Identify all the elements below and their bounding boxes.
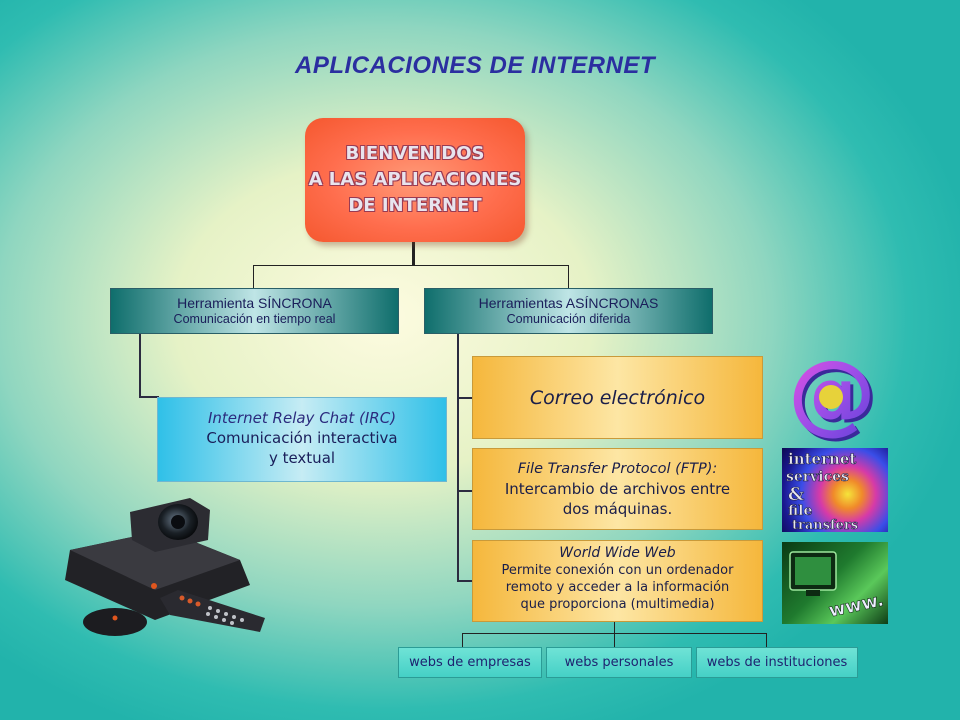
irc-box: Internet Relay Chat (IRC) Comunicación i… <box>157 397 447 482</box>
is-word-transfers: transfers <box>792 518 858 532</box>
irc-line-1: Internet Relay Chat (IRC) <box>207 409 397 427</box>
ftp-box: File Transfer Protocol (FTP): Intercambi… <box>472 448 763 530</box>
async-title: Herramientas ASÍNCRONAS <box>478 295 659 311</box>
web-tab-personales: webs personales <box>546 647 692 678</box>
page-title: APLICACIONES DE INTERNET <box>294 52 656 79</box>
connector-async-vertical <box>457 334 459 582</box>
videoconference-device-illustration <box>65 498 265 636</box>
connector-sync-to-irc <box>139 334 141 398</box>
ftp-line-1: File Transfer Protocol (FTP): <box>517 461 718 477</box>
www-monitor-image: www. <box>782 542 888 624</box>
connector-webs-3 <box>766 633 767 647</box>
at-symbol-center <box>819 385 843 409</box>
welcome-line-3: DE INTERNET <box>348 195 482 216</box>
email-box: Correo electrónico <box>472 356 763 439</box>
connector-to-ftp <box>457 490 473 492</box>
welcome-line-2: A LAS APLICACIONES <box>308 169 522 190</box>
async-subtitle: Comunicación diferida <box>506 312 631 326</box>
internet-services-text-layer: internet services & file transfers <box>786 450 859 532</box>
connector-to-sync <box>253 265 254 288</box>
web-tab-empresas-label: webs de empresas <box>409 655 531 670</box>
connector-sync-to-irc-h <box>139 396 159 398</box>
www-logo-text: www. <box>827 590 886 622</box>
is-word-and: & <box>788 484 804 505</box>
web-tab-instituciones: webs de instituciones <box>696 647 858 678</box>
connector-to-www <box>457 580 473 582</box>
async-header: Herramientas ASÍNCRONAS Comunicación dif… <box>424 288 713 334</box>
ftp-line-2: Intercambio de archivos entre <box>504 480 731 498</box>
monitor-screen <box>795 557 831 585</box>
irc-line-3: y textual <box>268 449 336 467</box>
at-symbol-icon: @ @ <box>788 352 879 442</box>
microphone-light <box>112 615 118 621</box>
www-line-2: Permite conexión con un ordenador <box>501 563 734 578</box>
console-light <box>151 583 157 589</box>
is-word-internet: internet <box>788 450 856 468</box>
irc-line-2: Comunicación interactiva <box>206 429 398 447</box>
ftp-line-3: dos máquinas. <box>562 500 673 518</box>
web-tab-personales-label: webs personales <box>564 655 674 670</box>
welcome-line-1: BIENVENIDOS <box>345 143 485 164</box>
connector-main-horizontal <box>253 265 569 266</box>
sync-title: Herramienta SÍNCRONA <box>177 295 332 311</box>
web-tab-empresas: webs de empresas <box>398 647 542 678</box>
connector-to-async <box>568 265 569 288</box>
connector-webs-1 <box>462 633 463 647</box>
www-box: World Wide Web Permite conexión con un o… <box>472 540 763 622</box>
is-word-services: services <box>786 469 849 485</box>
is-word-file: file <box>788 503 812 519</box>
remote-control <box>160 590 265 632</box>
web-tab-instituciones-label: webs de instituciones <box>706 655 848 670</box>
www-line-1: World Wide Web <box>559 545 676 561</box>
connector-www-down <box>614 622 615 634</box>
internet-services-image: internet services & file transfers <box>782 448 888 532</box>
connector-to-email <box>457 397 473 399</box>
sync-subtitle: Comunicación en tiempo real <box>173 312 336 326</box>
sync-header: Herramienta SÍNCRONA Comunicación en tie… <box>110 288 399 334</box>
connector-main-vertical <box>412 242 415 266</box>
www-line-3: remoto y acceder a la información <box>505 580 730 595</box>
console-top <box>70 530 240 590</box>
www-line-4: que proporciona (multimedia) <box>520 597 715 612</box>
email-label: Correo electrónico <box>529 386 706 409</box>
microphone-pod <box>83 608 147 636</box>
connector-webs-2 <box>614 633 615 647</box>
welcome-box: BIENVENIDOS A LAS APLICACIONES DE INTERN… <box>305 118 525 242</box>
www-monitor-layer: www. <box>789 551 886 622</box>
monitor-stand <box>806 590 820 596</box>
remote-buttons <box>179 595 201 607</box>
remote-keypad <box>206 606 244 625</box>
camera-lens-center <box>171 515 185 529</box>
